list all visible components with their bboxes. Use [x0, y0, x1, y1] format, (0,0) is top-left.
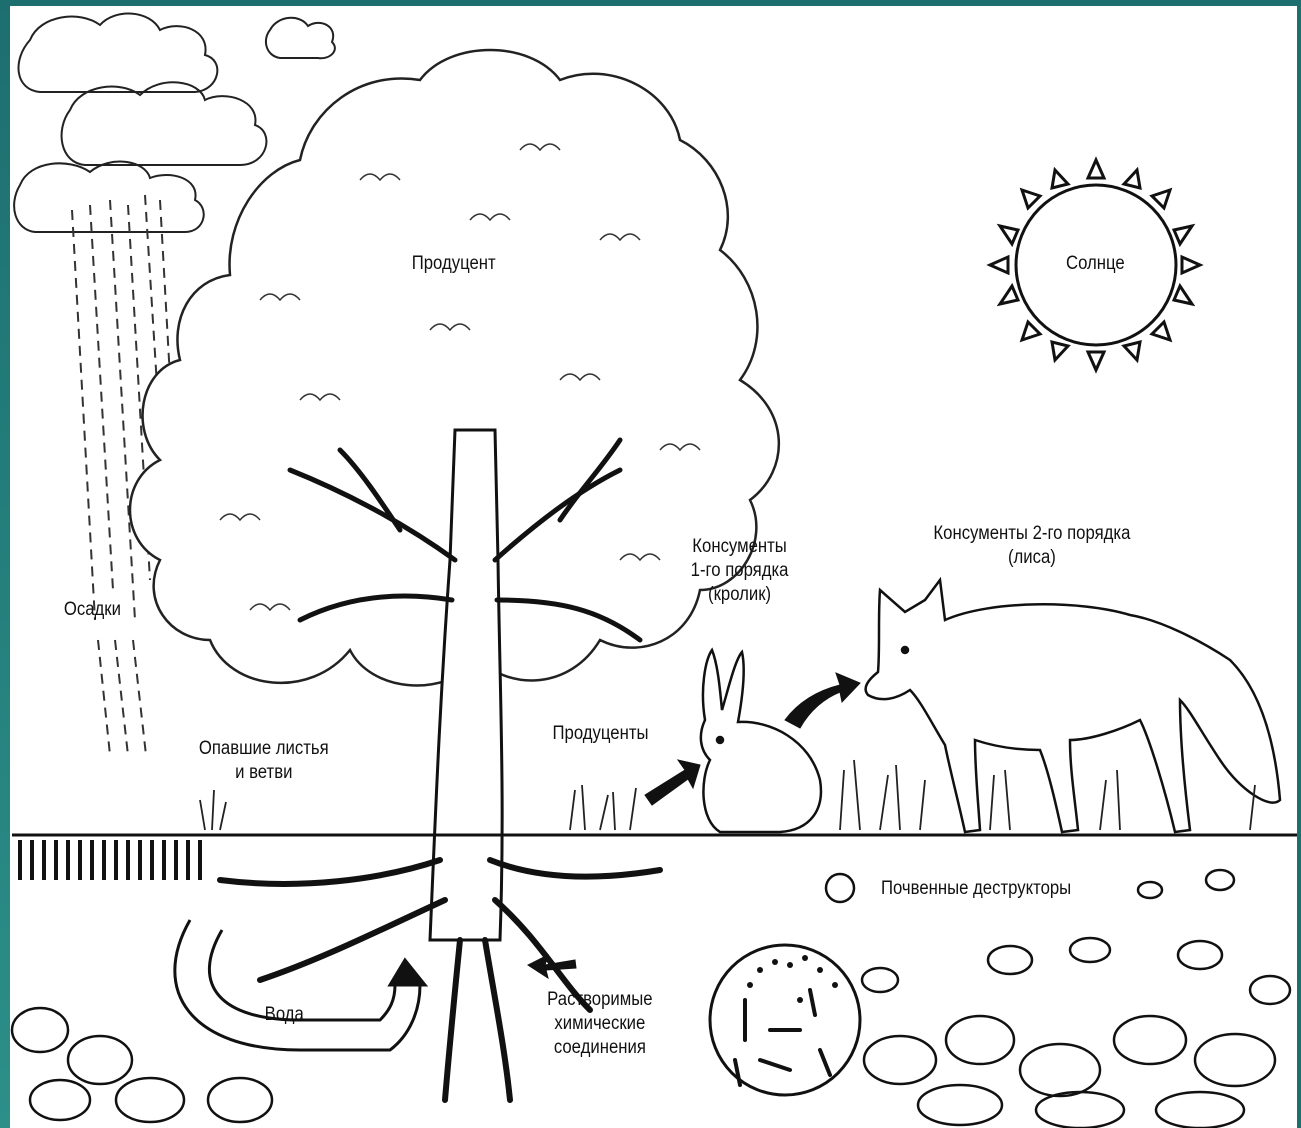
producer-tree-label: Продуцент: [412, 252, 496, 276]
grass-fringe: [20, 840, 200, 880]
sun-label: Солнце: [1066, 252, 1125, 276]
fallen-leaves-label: Опавшие листья и ветви: [199, 737, 329, 785]
consumers-first-line-1: Консументы: [691, 535, 789, 559]
consumers-second-label: Консументы 2-го порядка (лиса): [933, 522, 1130, 570]
water-cycle-arrow: [175, 920, 425, 1050]
decomposer-icon: [826, 874, 854, 902]
producers-grass-label: Продуценты: [553, 722, 649, 746]
soluble-chemicals-line-3: соединения: [547, 1036, 652, 1060]
consumers-first-line-2: 1-го порядка: [691, 559, 789, 583]
food-chain-arrows: [528, 673, 860, 978]
consumers-first-label: Консументы 1-го порядка (кролик): [691, 535, 789, 607]
water-label: Вода: [265, 1003, 304, 1027]
soil-decomposers-label: Почвенные деструкторы: [881, 877, 1071, 901]
fallen-leaves-line-1: Опавшие листья: [199, 737, 329, 761]
soluble-chemicals-line-1: Растворимые: [547, 988, 652, 1012]
soluble-chemicals-line-2: химические: [547, 1012, 652, 1036]
precipitation-label: Осадки: [64, 598, 121, 622]
consumers-second-line-1: Консументы 2-го порядка: [933, 522, 1130, 546]
rabbit-figure: [701, 650, 821, 832]
fox-figure: [866, 580, 1280, 832]
soluble-chemicals-label: Растворимые химические соединения: [547, 988, 652, 1060]
microbe-magnification: [710, 945, 860, 1095]
fallen-leaves-line-2: и ветви: [199, 761, 329, 785]
consumers-first-line-3: (кролик): [691, 583, 789, 607]
consumers-second-line-2: (лиса): [933, 546, 1130, 570]
